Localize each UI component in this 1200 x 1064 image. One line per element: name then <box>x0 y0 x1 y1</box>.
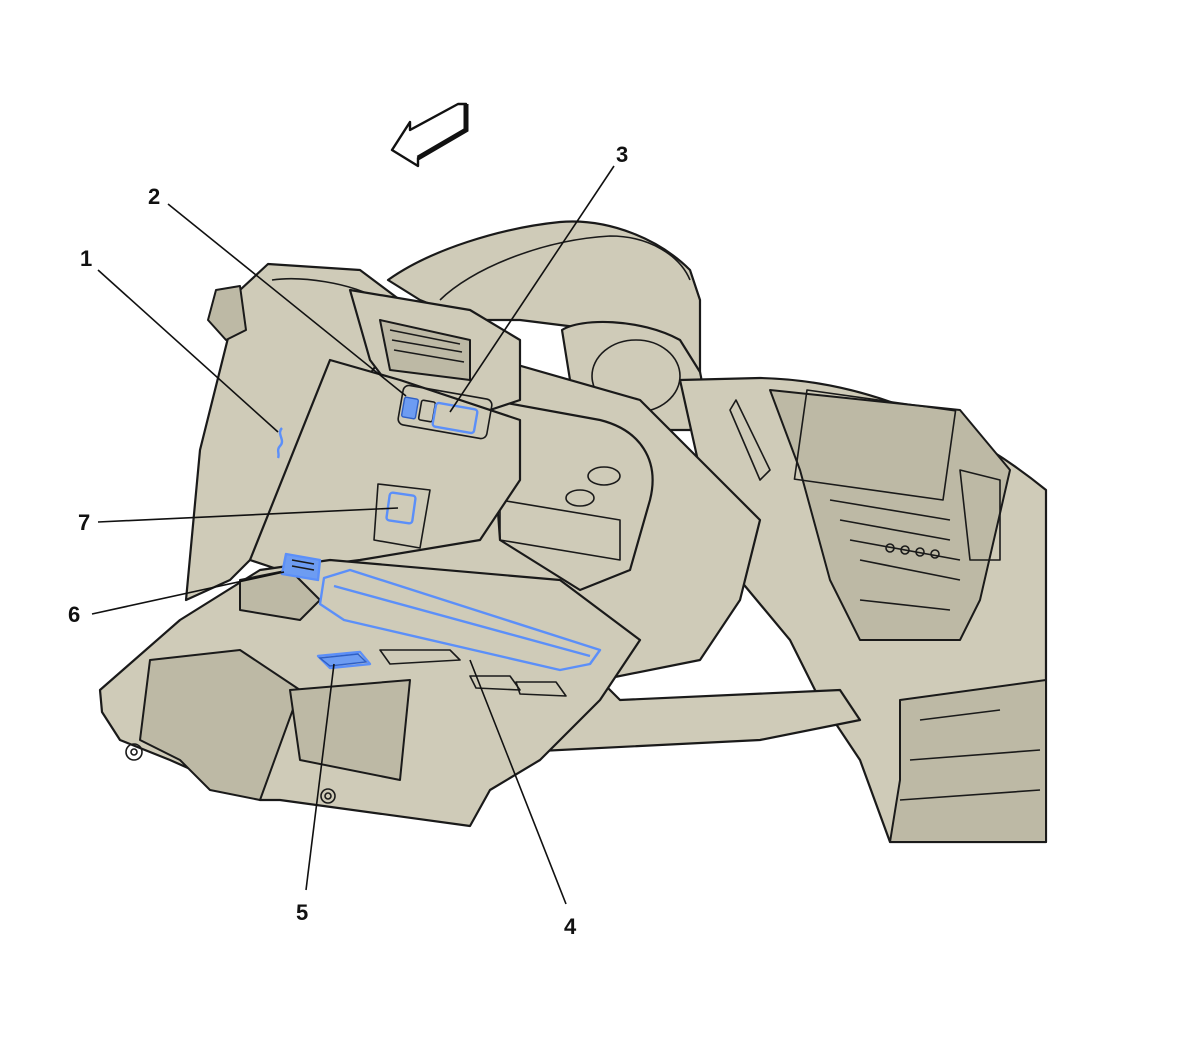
callout-labels: 1 2 3 4 5 6 7 <box>68 142 628 939</box>
leader-line-5 <box>305 663 335 891</box>
callout-5: 5 <box>296 900 308 925</box>
leader-line-1 <box>97 269 279 433</box>
leader-line-4 <box>469 659 567 905</box>
lower-steering-column-cover <box>98 558 642 828</box>
lower-left-trim <box>248 358 522 572</box>
leader-line-3 <box>449 165 615 413</box>
leader-line-7 <box>97 507 399 523</box>
callout-3: 3 <box>616 142 628 167</box>
leader-line-2 <box>167 203 407 397</box>
leader-lines <box>91 165 615 905</box>
callout-1: 1 <box>80 246 92 271</box>
forward-direction-arrow-icon <box>390 102 469 168</box>
callout-6: 6 <box>68 602 80 627</box>
callout-4: 4 <box>564 914 577 939</box>
storage-tray-and-connector <box>239 552 602 672</box>
leader-line-6 <box>91 571 285 615</box>
callout-2: 2 <box>148 184 160 209</box>
callout-7: 7 <box>78 510 90 535</box>
center-stack <box>678 376 1048 844</box>
